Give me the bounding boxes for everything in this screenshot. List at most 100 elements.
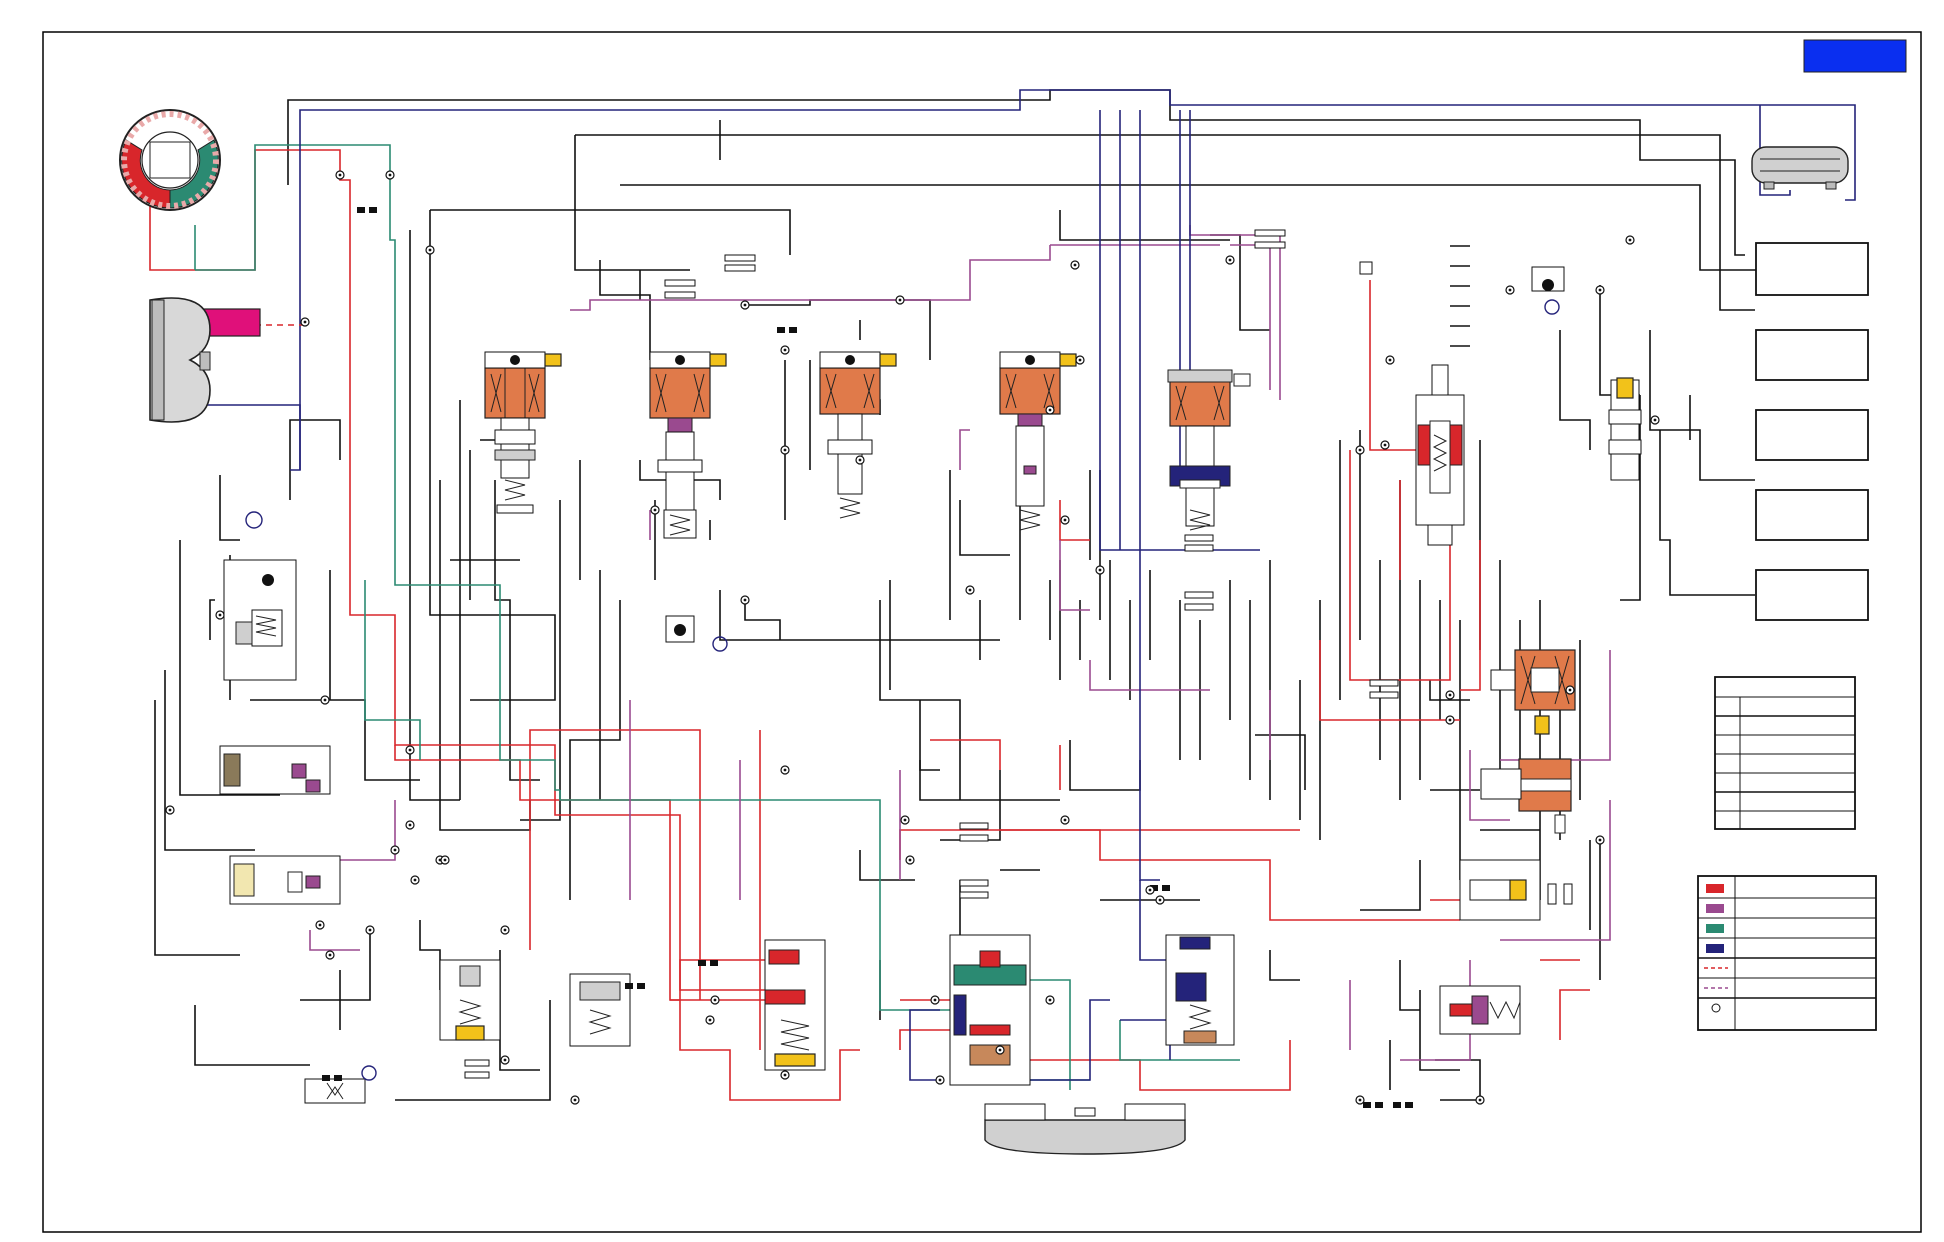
check-ball-icon bbox=[1531, 266, 1565, 315]
accumulator-icon bbox=[439, 959, 501, 1041]
junction-node-center bbox=[1388, 358, 1392, 362]
junction-node-center bbox=[1073, 263, 1077, 267]
junction-node-center bbox=[968, 588, 972, 592]
legend-node-swatch bbox=[1711, 1003, 1721, 1013]
junction-node-center bbox=[1048, 998, 1052, 1002]
junction-node-center bbox=[168, 808, 172, 812]
green-lines bbox=[194, 144, 1240, 1090]
solenoid-valve-icon bbox=[819, 351, 897, 519]
dash-markers bbox=[322, 207, 1413, 1108]
junction-node-center bbox=[1448, 718, 1452, 722]
junction-node-center bbox=[998, 1048, 1002, 1052]
purple-lines bbox=[280, 225, 1611, 1061]
junction-node-center bbox=[1448, 693, 1452, 697]
color-legend bbox=[1697, 875, 1877, 1031]
junction-node-center bbox=[388, 173, 392, 177]
junction-node-center bbox=[328, 953, 332, 957]
spool-valve-icon bbox=[1459, 859, 1573, 921]
oil-cooler-icon bbox=[1751, 146, 1849, 190]
junction-node-center bbox=[1063, 518, 1067, 522]
junction-node-center bbox=[783, 348, 787, 352]
title-box bbox=[1803, 39, 1907, 73]
red-lines bbox=[149, 149, 1590, 1101]
junction-node-center bbox=[1478, 1098, 1482, 1102]
junction-node-center bbox=[1098, 568, 1102, 572]
legend-swatch bbox=[1706, 904, 1724, 913]
solenoid-valve-icon bbox=[649, 351, 727, 539]
junction-node-center bbox=[1383, 443, 1387, 447]
junction-node-center bbox=[1508, 288, 1512, 292]
solenoid-valve-icon bbox=[1480, 758, 1572, 834]
spool-valve-icon bbox=[219, 745, 331, 795]
legend-swatch bbox=[1706, 884, 1724, 893]
solenoid-valve-icon bbox=[999, 351, 1077, 531]
oil-pump-gear-icon bbox=[119, 109, 221, 211]
solenoid-valve-icon bbox=[1608, 377, 1642, 481]
junction-node-center bbox=[368, 928, 372, 932]
junction-node-center bbox=[323, 698, 327, 702]
junction-node-center bbox=[1598, 838, 1602, 842]
spool-valve-icon bbox=[229, 855, 341, 905]
position-sensor-icon bbox=[1359, 245, 1470, 347]
junction-node-center bbox=[783, 1073, 787, 1077]
junction-node-center bbox=[743, 598, 747, 602]
junction-node-center bbox=[743, 303, 747, 307]
junction-node-center bbox=[1048, 408, 1052, 412]
junction-node-center bbox=[1148, 888, 1152, 892]
legend-swatch bbox=[1706, 924, 1724, 933]
junction-nodes bbox=[165, 170, 1660, 1105]
junction-node-center bbox=[393, 848, 397, 852]
spool-valve-icon bbox=[949, 934, 1031, 1086]
black-lines bbox=[154, 89, 1760, 1101]
clutch-label-boxes bbox=[1755, 242, 1869, 621]
shift-table bbox=[1714, 676, 1856, 830]
junction-node-center bbox=[443, 858, 447, 862]
port-label-boxes bbox=[464, 229, 1399, 1079]
junction-node-center bbox=[503, 1058, 507, 1062]
junction-node-center bbox=[858, 458, 862, 462]
junction-node-center bbox=[318, 923, 322, 927]
junction-node-center bbox=[218, 613, 222, 617]
junction-node-center bbox=[338, 173, 342, 177]
oil-pan-icon bbox=[984, 1103, 1186, 1155]
junction-node-center bbox=[1063, 818, 1067, 822]
torque-converter-icon bbox=[149, 297, 211, 423]
accumulator-icon bbox=[569, 973, 631, 1047]
spool-valve-icon bbox=[1165, 934, 1235, 1046]
junction-node-center bbox=[573, 1098, 577, 1102]
junction-node-center bbox=[408, 823, 412, 827]
spool-valve-icon bbox=[764, 939, 826, 1071]
junction-node-center bbox=[783, 448, 787, 452]
junction-node-center bbox=[413, 878, 417, 882]
junction-node-center bbox=[408, 748, 412, 752]
junction-node-center bbox=[1358, 1098, 1362, 1102]
solenoid-valve-icon bbox=[1490, 649, 1576, 735]
junction-node-center bbox=[1158, 898, 1162, 902]
junction-node-center bbox=[903, 818, 907, 822]
spool-valve-icon bbox=[223, 511, 297, 681]
legend-swatch bbox=[1706, 944, 1724, 953]
diagram-frame bbox=[42, 31, 1922, 1233]
junction-node-center bbox=[898, 298, 902, 302]
junction-node-center bbox=[1228, 258, 1232, 262]
junction-node-center bbox=[653, 508, 657, 512]
pressure-regulator-icon bbox=[1415, 364, 1465, 546]
junction-node-center bbox=[1598, 288, 1602, 292]
junction-node-center bbox=[1078, 358, 1082, 362]
filter-icon bbox=[304, 1065, 377, 1104]
junction-node-center bbox=[1628, 238, 1632, 242]
junction-node-center bbox=[1653, 418, 1657, 422]
junction-node-center bbox=[1358, 448, 1362, 452]
junction-node-center bbox=[908, 858, 912, 862]
junction-node-center bbox=[713, 998, 717, 1002]
junction-node-center bbox=[708, 1018, 712, 1022]
solenoid-valve-icon bbox=[484, 351, 562, 514]
junction-node-center bbox=[503, 928, 507, 932]
junction-node-center bbox=[783, 768, 787, 772]
solenoid-valve-icon bbox=[1167, 369, 1251, 531]
junction-node-center bbox=[938, 1078, 942, 1082]
junction-node-center bbox=[933, 998, 937, 1002]
junction-node-center bbox=[1568, 688, 1572, 692]
